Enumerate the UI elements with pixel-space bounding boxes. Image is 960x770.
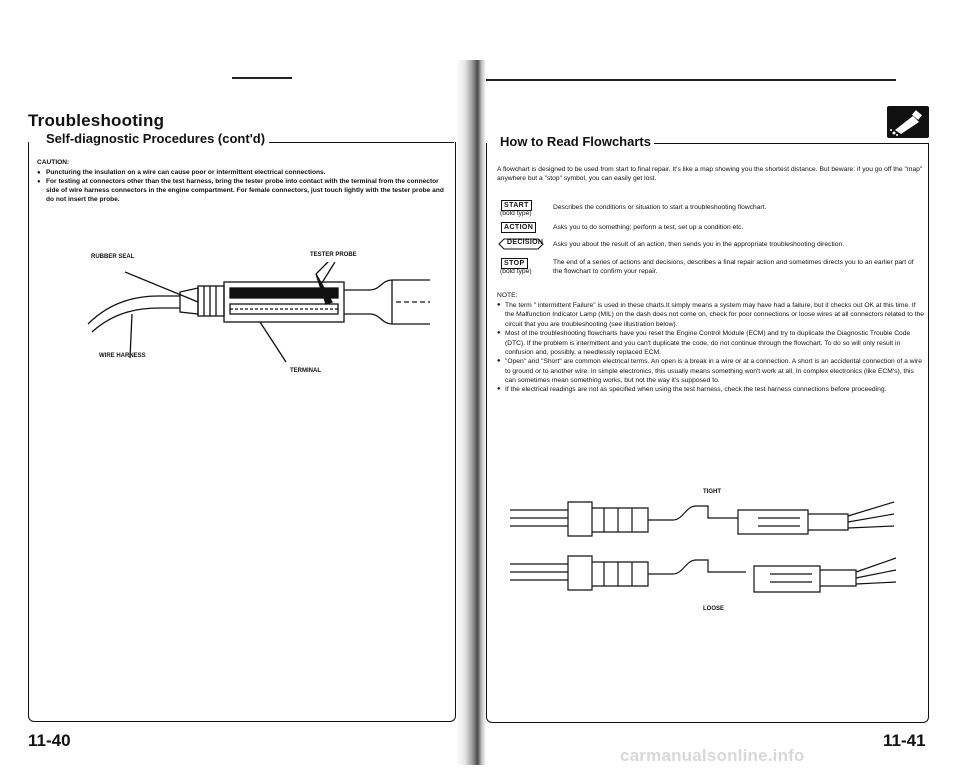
- terminal-label: TERMINAL: [290, 368, 321, 374]
- caution-block: CAUTION: Puncturing the insulation on a …: [37, 159, 451, 204]
- loose-connector-illustration: [510, 555, 897, 593]
- section-frame: [486, 143, 929, 723]
- start-symbol: START: [501, 200, 532, 211]
- notes-list: The term " intermittent Failure" is used…: [497, 301, 925, 395]
- stop-symbol: STOP: [501, 258, 528, 269]
- decision-description: Asks you about the result of an action, …: [553, 241, 845, 248]
- section-frame: [28, 142, 456, 722]
- wire-harness-label: WIRE HARNESS: [99, 353, 146, 359]
- caution-title: CAUTION:: [37, 159, 70, 166]
- caution-item: For testing at connectors other than the…: [37, 178, 451, 205]
- decision-symbol: DECISION: [507, 239, 544, 246]
- stop-subtext: (bold type): [500, 268, 532, 275]
- tester-probe-label: TESTER PROBE: [310, 252, 357, 258]
- rubber-seal-label: RUBBER SEAL: [91, 254, 135, 260]
- note-item: Most of the troubleshooting flowcharts h…: [497, 329, 925, 357]
- section-title: Troubleshooting: [28, 111, 165, 130]
- action-description: Asks you to do something; perform a test…: [553, 224, 744, 231]
- start-description: Describes the conditions or situation to…: [553, 204, 767, 211]
- decision-symbol-shape: [498, 238, 544, 250]
- note-title: NOTE:: [497, 292, 518, 299]
- book-spine: [456, 60, 486, 765]
- tight-label: TIGHT: [703, 489, 721, 495]
- action-symbol: ACTION: [501, 222, 537, 233]
- start-subtext: (bold type): [500, 210, 532, 217]
- subsection-title: Self-diagnostic Procedures (cont'd): [46, 131, 270, 146]
- note-item: If the electrical readings are not as sp…: [497, 385, 925, 394]
- subsection-rule: [258, 142, 454, 143]
- left-page: Troubleshooting Self-diagnostic Procedur…: [0, 0, 478, 770]
- section-title: How to Read Flowcharts: [500, 134, 654, 149]
- fuel-injection-logo: [887, 106, 929, 138]
- section-rule: [629, 143, 929, 144]
- fuel-injector-icon: [890, 110, 922, 136]
- connector-probe-illustration: [87, 262, 430, 363]
- top-rule: [232, 77, 292, 79]
- stop-description: The end of a series of actions and decis…: [553, 259, 914, 276]
- top-rule: [486, 79, 896, 81]
- watermark: carmanualsonline.info: [620, 746, 805, 765]
- page-number: 11-40: [28, 731, 71, 750]
- note-item: "Open" and "Short" are common electrical…: [497, 357, 925, 385]
- page-number: 11-41: [883, 731, 926, 750]
- tight-connector-illustration: [510, 501, 895, 537]
- caution-item: Puncturing the insulation on a wire can …: [37, 169, 451, 178]
- intro-paragraph: A flowchart is designed to be used from …: [497, 166, 923, 183]
- note-item: The term " intermittent Failure" is used…: [497, 301, 925, 329]
- loose-label: LOOSE: [703, 606, 725, 612]
